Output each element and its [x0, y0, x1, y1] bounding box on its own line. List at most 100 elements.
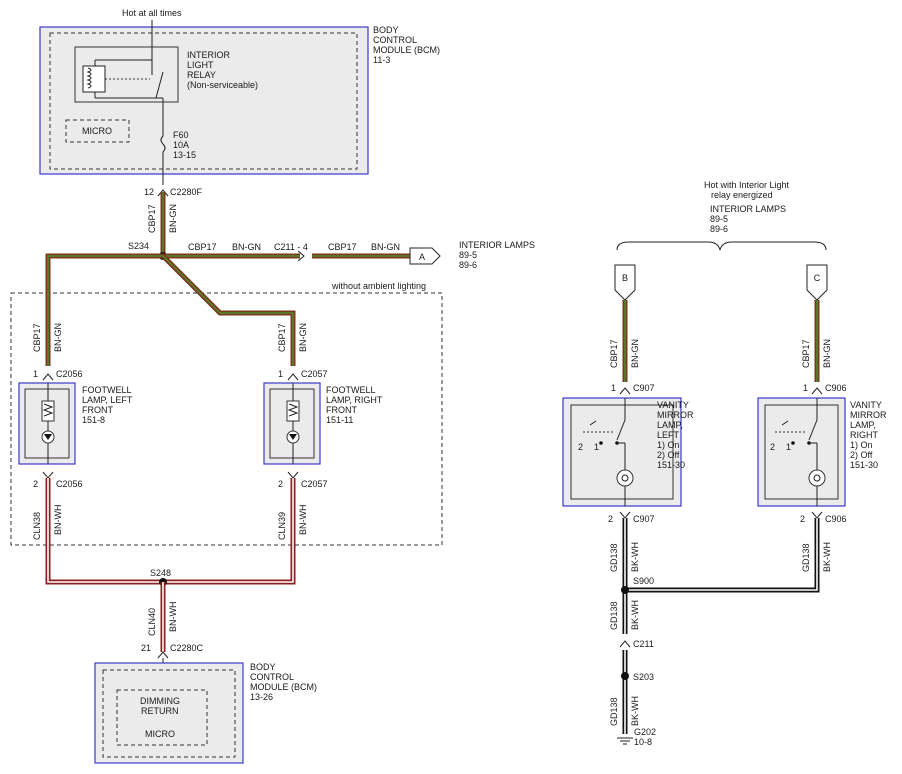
g202-label: G202 [634, 727, 656, 737]
svg-text:FOOTWELL: FOOTWELL [82, 385, 132, 395]
svg-text:CBP17: CBP17 [801, 339, 811, 368]
svg-text:FRONT: FRONT [326, 405, 357, 415]
connector-c2280f-icon [157, 189, 169, 197]
micro-label-bottom: MICRO [145, 729, 175, 739]
g202-ref-label: 10-8 [634, 737, 652, 747]
svg-text:1) On: 1) On [850, 440, 873, 450]
c2280c-label: C2280C [170, 643, 204, 653]
svg-text:11-3: 11-3 [373, 55, 390, 65]
splice-s203 [621, 672, 629, 680]
svg-text:CBP17: CBP17 [188, 242, 217, 252]
svg-text:1: 1 [278, 369, 283, 379]
svg-text:BN-GN: BN-GN [232, 242, 261, 252]
hot-with-relay-label: Hot with Interior Light relay energized [704, 180, 790, 200]
interior-lamps-in-label: INTERIOR LAMPS 89-5 89-6 [710, 204, 786, 234]
interior-lamps-out-label: INTERIOR LAMPS 89-5 89-6 [459, 240, 535, 270]
relay-switch-icon [155, 71, 164, 99]
wire-to-footwell-right [161, 254, 296, 366]
svg-text:RIGHT: RIGHT [850, 430, 879, 440]
svg-text:GD138: GD138 [609, 601, 619, 630]
svg-text:13-15: 13-15 [173, 150, 196, 160]
svg-text:1: 1 [803, 383, 808, 393]
svg-text:GD138: GD138 [609, 697, 619, 726]
relay-coil-icon [86, 67, 92, 89]
svg-text:FOOTWELL: FOOTWELL [326, 385, 376, 395]
svg-text:CLN39: CLN39 [277, 512, 287, 540]
c2280f-label: C2280F [170, 187, 203, 197]
svg-text:BN-GN: BN-GN [53, 323, 63, 352]
c211-label: C211 [633, 639, 654, 649]
svg-text:BN-GN: BN-GN [630, 339, 640, 368]
svg-text:CLN40: CLN40 [147, 608, 157, 636]
svg-text:151-8: 151-8 [82, 415, 105, 425]
svg-text:VANITY: VANITY [657, 400, 689, 410]
svg-text:151-30: 151-30 [850, 460, 878, 470]
footwell-left-box [18, 382, 76, 465]
svg-text:13-26: 13-26 [250, 692, 273, 702]
footwell-right-box [263, 382, 321, 465]
bcm-top-box [39, 26, 369, 175]
without-ambient-region [10, 292, 443, 546]
svg-text:BK-WH: BK-WH [630, 600, 640, 630]
svg-text:INTERIOR: INTERIOR [187, 50, 231, 60]
c2057-top-label: C2057 [301, 369, 328, 379]
c907-top-label: C907 [633, 383, 655, 393]
svg-text:CONTROL: CONTROL [250, 672, 294, 682]
svg-text:MIRROR: MIRROR [657, 410, 694, 420]
svg-text:BK-WH: BK-WH [822, 542, 832, 572]
svg-text:89-6: 89-6 [710, 224, 728, 234]
svg-text:C: C [814, 273, 821, 283]
svg-text:CBP17: CBP17 [609, 339, 619, 368]
connector-c2280c-icon [157, 651, 169, 659]
svg-text:(Non-serviceable): (Non-serviceable) [187, 80, 258, 90]
svg-text:GD138: GD138 [801, 543, 811, 572]
svg-text:BN-GN: BN-GN [822, 339, 832, 368]
wire-bngn-label-1: BN-GN [168, 204, 178, 233]
ground-g202-icon [617, 737, 633, 745]
svg-text:MIRROR: MIRROR [850, 410, 887, 420]
brace-icon [616, 241, 827, 251]
svg-text:1: 1 [594, 442, 599, 452]
connector-c [806, 264, 828, 301]
svg-text:BN-GN: BN-GN [371, 242, 400, 252]
vanity-right-box [757, 397, 846, 507]
svg-text:INTERIOR LAMPS: INTERIOR LAMPS [710, 204, 786, 214]
svg-text:B: B [622, 273, 628, 283]
hot-at-all-times-label: Hot at all times [122, 8, 182, 18]
svg-text:BK-WH: BK-WH [630, 542, 640, 572]
svg-text:2: 2 [608, 514, 613, 524]
svg-text:LIGHT: LIGHT [187, 60, 214, 70]
wire-bnwh-return [45, 478, 296, 585]
splice-s900 [621, 586, 629, 594]
svg-text:1) On: 1) On [657, 440, 680, 450]
svg-text:151-11: 151-11 [326, 415, 353, 425]
fuse-label: F60 10A 13-15 [173, 130, 196, 160]
svg-text:BN-WH: BN-WH [168, 602, 178, 633]
svg-text:BODY: BODY [373, 25, 399, 35]
wire-to-footwell-left [45, 253, 163, 366]
s234-label: S234 [128, 241, 149, 251]
svg-text:RETURN: RETURN [141, 706, 179, 716]
vanity-left-box [562, 397, 682, 507]
footwell-right-label: FOOTWELL LAMP, RIGHT FRONT 151-11 [326, 385, 383, 425]
svg-text:2: 2 [578, 442, 583, 452]
c211-4-label: C211 - 4 [274, 242, 308, 252]
svg-text:BN-WH: BN-WH [298, 505, 308, 536]
c906-bottom-label: C906 [825, 514, 847, 524]
micro-label-top: MICRO [82, 126, 112, 136]
svg-text:2: 2 [800, 514, 805, 524]
svg-text:CONTROL: CONTROL [373, 35, 417, 45]
svg-text:CBP17: CBP17 [328, 242, 357, 252]
svg-text:2: 2 [33, 479, 38, 489]
svg-text:1: 1 [33, 369, 38, 379]
svg-text:F60: F60 [173, 130, 189, 140]
connector-a-arrow [409, 247, 441, 265]
relay-label: INTERIOR LIGHT RELAY (Non-serviceable) [187, 50, 258, 90]
svg-text:VANITY: VANITY [850, 400, 882, 410]
vanity-left-label: VANITY MIRROR LAMP, LEFT 1) On 2) Off 15… [657, 400, 694, 470]
svg-text:89-5: 89-5 [710, 214, 728, 224]
vanity-left-bulb-icon [616, 469, 634, 487]
svg-text:LAMP,: LAMP, [657, 420, 683, 430]
vanity-right-label: VANITY MIRROR LAMP, RIGHT 1) On 2) Off 1… [850, 400, 887, 470]
